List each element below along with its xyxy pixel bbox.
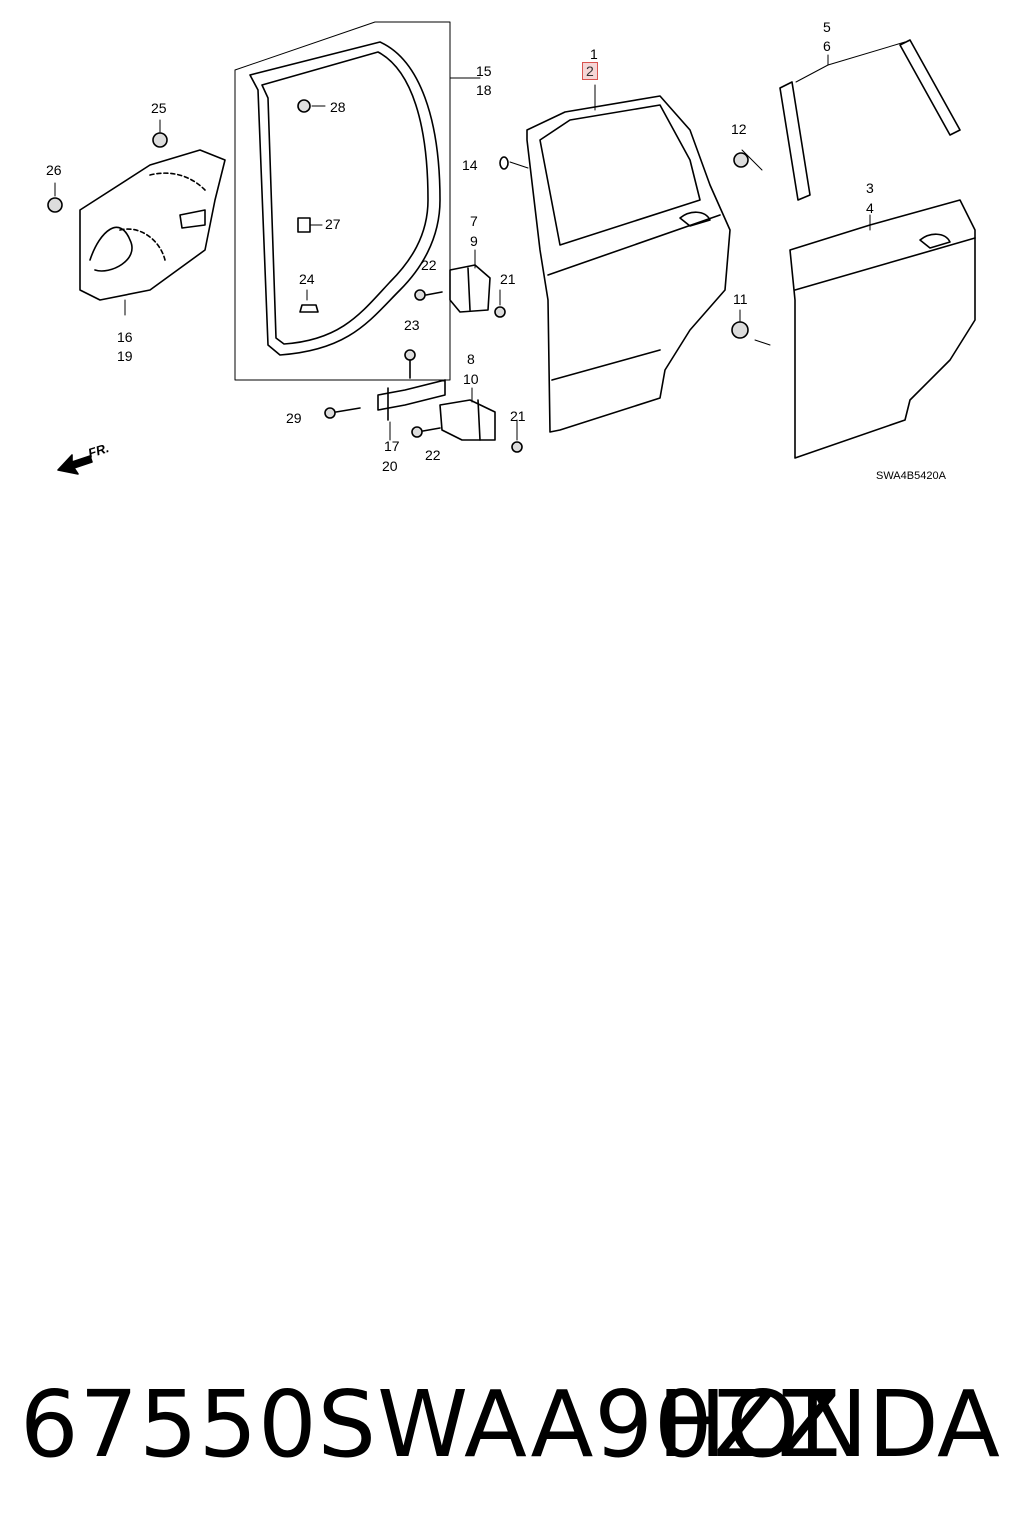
callout-7: 7 (470, 213, 478, 229)
callout-21-upper: 21 (500, 271, 516, 287)
rear-door-panel (526, 95, 731, 433)
callout-5: 5 (823, 19, 831, 35)
callout-10: 10 (463, 371, 479, 387)
callout-11: 11 (733, 291, 748, 307)
leader-lines (54, 41, 906, 441)
callout-21-lower: 21 (510, 408, 526, 424)
callout-14: 14 (462, 157, 478, 173)
callout-23: 23 (404, 317, 420, 333)
callout-6: 6 (823, 38, 831, 54)
callout-3: 3 (866, 180, 874, 196)
callout-8: 8 (467, 351, 475, 367)
callout-28: 28 (330, 99, 346, 115)
callout-1: 1 (590, 46, 598, 62)
part-number: 67550SWAA90ZZ (20, 1371, 842, 1478)
parts-diagram: 1 2 3 4 5 6 7 8 9 10 11 12 14 15 16 17 1… (0, 0, 1024, 500)
callout-22-lower: 22 (425, 447, 441, 463)
weatherstrip (234, 21, 451, 381)
front-arrow-icon (57, 454, 93, 475)
callout-24: 24 (299, 271, 315, 287)
brand-name: HONDA (657, 1371, 1000, 1478)
callout-27: 27 (325, 216, 341, 232)
callout-26: 26 (46, 162, 62, 178)
rear-door-outer-skin (789, 199, 976, 459)
clip-icons (47, 99, 319, 313)
callout-18: 18 (476, 82, 492, 98)
door-lining-panel (79, 149, 226, 301)
callout-9: 9 (470, 233, 478, 249)
callout-22-upper: 22 (421, 257, 437, 273)
diagram-drawing (47, 21, 976, 475)
part-footer: 67550SWAA90ZZ HONDA (0, 1360, 1024, 1490)
callout-16: 16 (117, 329, 133, 345)
callout-17: 17 (384, 438, 400, 454)
callout-2-highlighted: 2 (582, 62, 598, 80)
door-checker (377, 379, 446, 421)
callout-25: 25 (151, 100, 167, 116)
callout-19: 19 (117, 348, 133, 364)
sash-molding (779, 39, 961, 201)
callout-12: 12 (731, 121, 747, 137)
hinge-upper (449, 264, 491, 313)
callout-4: 4 (866, 200, 874, 216)
callout-15: 15 (476, 63, 492, 79)
diagram-reference-code: SWA4B5420A (876, 470, 946, 482)
bolt-icons (324, 152, 749, 453)
callout-29: 29 (286, 410, 302, 426)
hinge-lower (439, 399, 496, 441)
callout-20: 20 (382, 458, 398, 474)
